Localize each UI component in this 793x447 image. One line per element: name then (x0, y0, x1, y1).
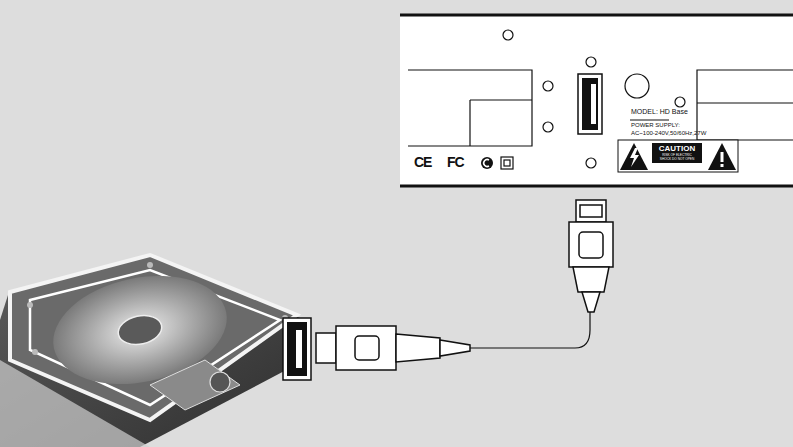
hard-drive (0, 255, 311, 447)
usb-cable (316, 200, 613, 370)
power-label: POWER SUPPLY: (631, 122, 680, 128)
caution-note: RISK OF ELECTRIC SHOCK DO NOT OPEN (658, 154, 696, 161)
caution-heading: CAUTION (654, 145, 700, 153)
ce-mark: CE (414, 155, 431, 169)
model-label: MODEL: HD Base (631, 108, 688, 115)
fcc-mark: FC (447, 155, 464, 169)
caution-box: CAUTIONRISK OF ELECTRIC SHOCK DO NOT OPE… (652, 143, 702, 163)
power-rating: AC~100-240V,50/60Hz,27W (631, 130, 706, 136)
rear-panel (400, 14, 793, 187)
